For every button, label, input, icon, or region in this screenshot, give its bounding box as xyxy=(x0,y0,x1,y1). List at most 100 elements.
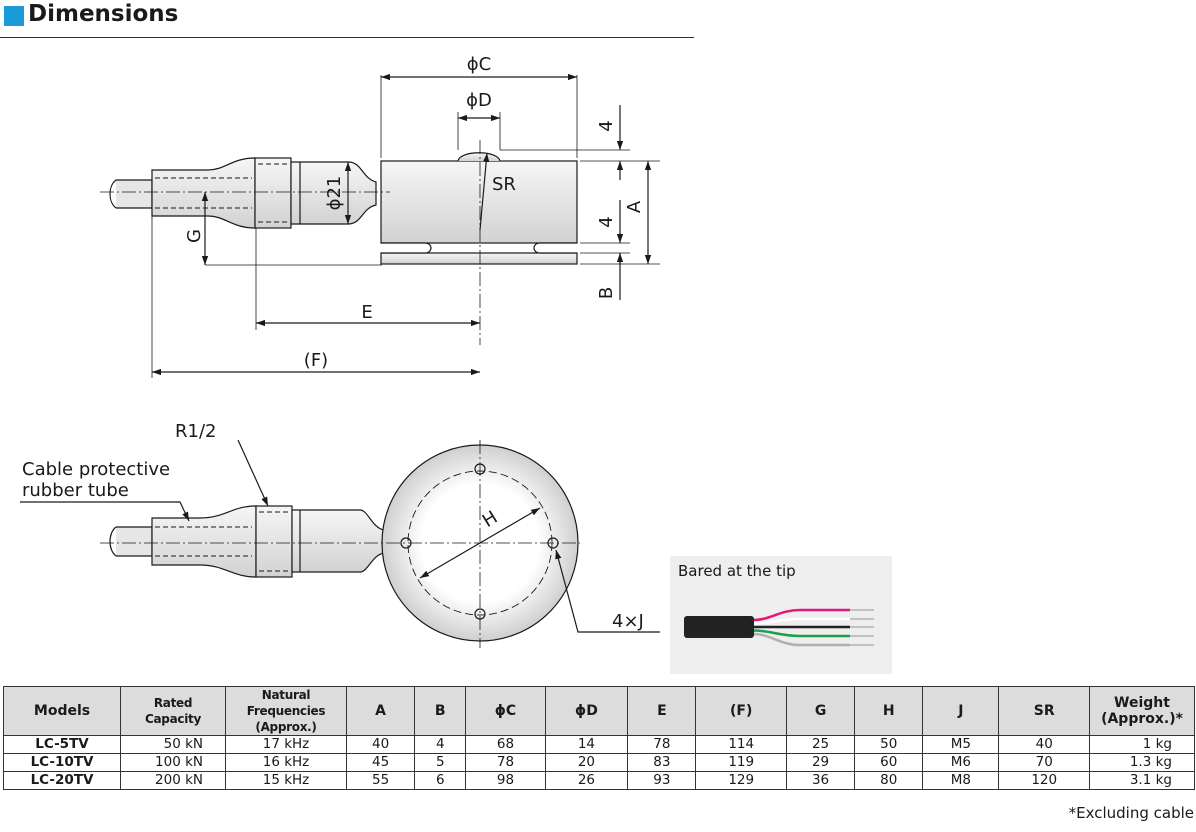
inset-title: Bared at the tip xyxy=(678,562,796,580)
dim-a-label: A xyxy=(624,200,645,213)
dim-phi-d-label: ϕD xyxy=(466,90,492,111)
cell-a: 40 xyxy=(345,735,416,754)
mounting-hole xyxy=(474,463,486,475)
cell-g: 25 xyxy=(785,735,856,754)
cell-weight: 3.1 kg xyxy=(1089,771,1195,790)
cell-weight: 1.3 kg xyxy=(1089,753,1195,772)
side-view xyxy=(100,73,660,378)
cell-sr: 120 xyxy=(998,771,1090,790)
cell-e: 93 xyxy=(627,771,697,790)
bared-tip-inset: Bared at the tip xyxy=(670,556,892,674)
dim-sr-label: SR xyxy=(492,174,516,195)
col-c: ϕC xyxy=(465,686,546,736)
side-view-labels: ϕC ϕD ϕ21 SR 4 4 A B G E (F) xyxy=(184,54,645,371)
mounting-hole xyxy=(474,608,486,620)
dim-phi-21-label: ϕ21 xyxy=(324,176,345,211)
cell-b: 4 xyxy=(414,735,467,754)
cell-rated: 50 kN xyxy=(120,735,226,754)
col-sr: SR xyxy=(998,686,1090,736)
col-weight-line1: Weight xyxy=(1114,695,1170,711)
dim-4-mid-label: 4 xyxy=(596,216,617,227)
cell-h: 50 xyxy=(854,735,924,754)
dim-b-label: B xyxy=(596,287,617,299)
cell-freq: 17 kHz xyxy=(225,735,347,754)
wire xyxy=(753,632,850,647)
cable-tube-label-2: rubber tube xyxy=(22,480,129,501)
cable-top xyxy=(116,526,153,557)
cell-c: 78 xyxy=(465,753,546,772)
dim-g-label: G xyxy=(184,229,205,243)
top-view-labels: R1/2 Cable protective rubber tube H 4×J xyxy=(22,421,644,632)
cell-model: LC-5TV xyxy=(3,735,121,754)
cell-f: 129 xyxy=(695,771,787,790)
spec-table: Models Rated Capacity Natural Frequencie… xyxy=(3,686,1195,790)
cell-rated: 100 kN xyxy=(120,753,226,772)
col-models: Models xyxy=(3,686,121,736)
cell-g: 36 xyxy=(785,771,856,790)
cell-c: 98 xyxy=(465,771,546,790)
table-header-row: Models Rated Capacity Natural Frequencie… xyxy=(3,686,1195,736)
col-a: A xyxy=(345,686,416,736)
cell-sr: 70 xyxy=(998,753,1090,772)
col-natfreq-line1: Natural Frequencies xyxy=(246,688,326,718)
col-rated: Rated Capacity xyxy=(120,686,226,736)
r12-label: R1/2 xyxy=(175,421,216,442)
rubber-tube xyxy=(151,157,256,229)
col-f: (F) xyxy=(695,686,787,736)
load-cell-body xyxy=(380,160,578,244)
cable-nut-top xyxy=(255,505,293,578)
section-marker-square xyxy=(4,6,24,26)
cell-a: 45 xyxy=(345,753,416,772)
cell-g: 29 xyxy=(785,753,856,772)
cable-jacket xyxy=(684,616,754,638)
dim-4-top-label: 4 xyxy=(596,120,617,131)
mounting-hole xyxy=(400,537,412,549)
cell-c: 68 xyxy=(465,735,546,754)
cell-b: 6 xyxy=(414,771,467,790)
dimension-drawing: ϕC ϕD ϕ21 SR 4 4 A B G E (F) R1/2 Ca xyxy=(20,54,660,648)
col-natfreq: Natural Frequencies (Approx.) xyxy=(225,686,347,736)
dim-f-label: (F) xyxy=(304,350,328,371)
cable-nut xyxy=(254,157,292,229)
mounting-hole xyxy=(547,537,559,549)
cell-model: LC-10TV xyxy=(3,753,121,772)
col-b: B xyxy=(414,686,467,736)
col-weight: Weight(Approx.)* xyxy=(1089,686,1195,736)
wire-group xyxy=(753,608,874,647)
connector-neck xyxy=(290,161,377,225)
col-j: J xyxy=(922,686,1000,736)
cell-j: M6 xyxy=(922,753,1000,772)
cell-freq: 15 kHz xyxy=(225,771,347,790)
col-e: E xyxy=(627,686,697,736)
wire xyxy=(753,617,850,625)
footnote: *Excluding cable xyxy=(1068,804,1194,822)
cell-j: M5 xyxy=(922,735,1000,754)
cell-model: LC-20TV xyxy=(3,771,121,790)
cell-weight: 1 kg xyxy=(1089,735,1195,754)
load-button xyxy=(457,152,501,162)
cell-h: 60 xyxy=(854,753,924,772)
rubber-tube-top xyxy=(151,505,257,578)
table-row: LC-10TV 100 kN 16 kHz 45 5 78 20 83 119 … xyxy=(3,753,1195,772)
cell-h: 80 xyxy=(854,771,924,790)
dim-e-label: E xyxy=(361,302,372,323)
col-natfreq-line2: (Approx.) xyxy=(255,720,317,734)
cell-e: 83 xyxy=(627,753,697,772)
cell-d: 20 xyxy=(544,753,629,772)
wire xyxy=(753,629,850,638)
cell-sr: 40 xyxy=(998,735,1090,754)
col-g: G xyxy=(785,686,856,736)
col-h: H xyxy=(854,686,924,736)
cell-j: M8 xyxy=(922,771,1000,790)
table-row: LC-5TV 50 kN 17 kHz 40 4 68 14 78 114 25… xyxy=(3,735,1195,754)
table-row: LC-20TV 200 kN 15 kHz 55 6 98 26 93 129 … xyxy=(3,771,1195,790)
col-d: ϕD xyxy=(544,686,629,736)
wire xyxy=(753,608,850,622)
cell-f: 114 xyxy=(695,735,787,754)
cable xyxy=(116,179,153,209)
cell-e: 78 xyxy=(627,735,697,754)
cell-d: 26 xyxy=(544,771,629,790)
col-weight-line2: (Approx.)* xyxy=(1101,711,1183,727)
cell-f: 119 xyxy=(695,753,787,772)
cell-rated: 200 kN xyxy=(120,771,226,790)
